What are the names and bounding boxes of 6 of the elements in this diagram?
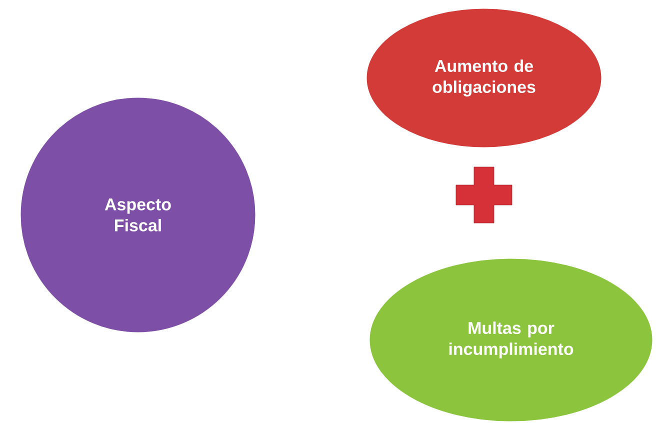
- node-label: Multas por incumplimiento: [449, 322, 574, 358]
- node-label: Aumento de obligaciones: [432, 60, 536, 96]
- ellipse-node: [368, 257, 654, 423]
- circle-node: [19, 96, 257, 334]
- ellipse-node: [365, 7, 603, 149]
- node-label: Aspecto Fiscal: [104, 198, 171, 232]
